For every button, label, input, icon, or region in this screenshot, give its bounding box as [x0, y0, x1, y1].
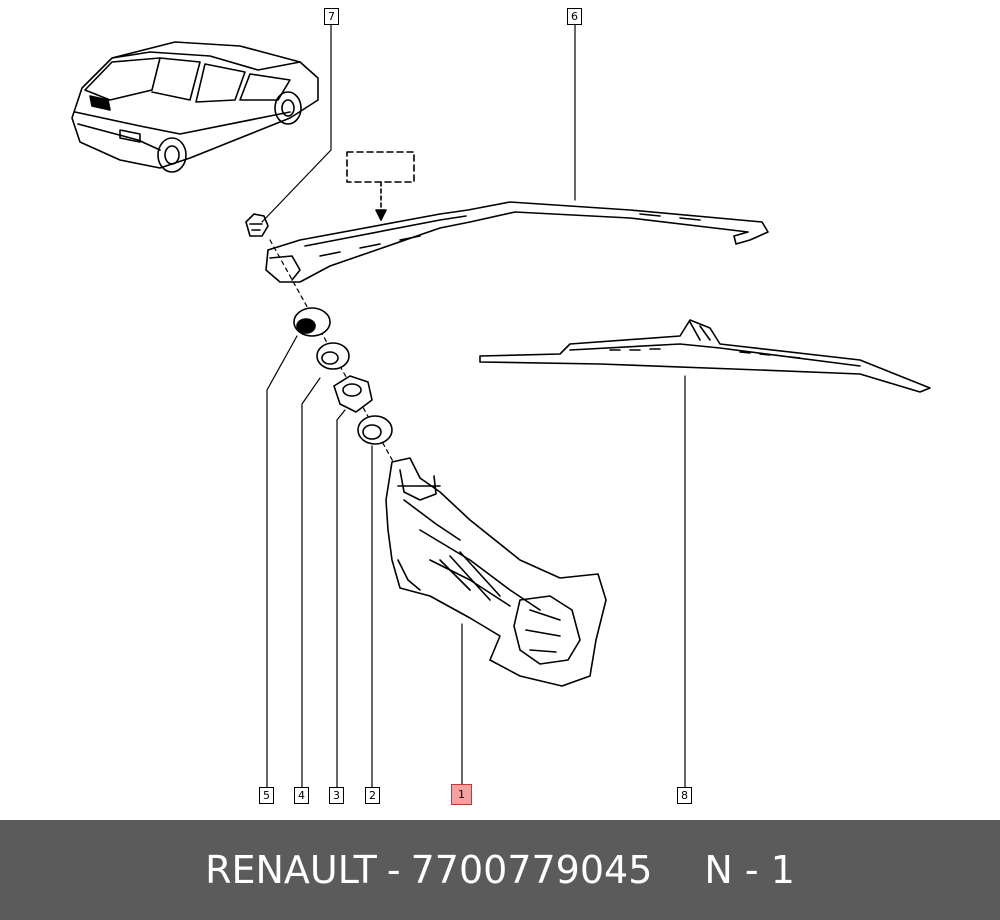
bushing-part — [333, 375, 373, 413]
callout-2: 2 — [365, 787, 380, 804]
callout-6: 6 — [567, 8, 582, 25]
seal-part — [357, 415, 393, 445]
leader-lines — [261, 24, 686, 789]
wiper-motor — [385, 457, 607, 687]
nut-part — [245, 213, 269, 237]
callout-4: 4 — [294, 787, 309, 804]
callout-5: 5 — [259, 787, 274, 804]
part-number: 7700779045 — [410, 848, 653, 892]
wiper-exploded-diagram — [71, 24, 931, 789]
cap-part — [293, 307, 331, 337]
car-illustration — [71, 41, 319, 173]
callout-7: 7 — [324, 8, 339, 25]
brand-name: RENAULT — [205, 848, 377, 892]
position-code: N - 1 — [704, 848, 795, 892]
callout-3: 3 — [329, 787, 344, 804]
callout-8: 8 — [677, 787, 692, 804]
optional-part-box — [346, 151, 415, 183]
part-caption-bar: RENAULT - 7700779045 N - 1 — [0, 820, 1000, 920]
callout-1-highlighted: 1 — [451, 784, 472, 805]
caption-separator: - — [386, 848, 401, 892]
washer-part — [316, 342, 350, 370]
wiper-blade — [479, 319, 931, 393]
wiper-arm — [265, 201, 769, 283]
